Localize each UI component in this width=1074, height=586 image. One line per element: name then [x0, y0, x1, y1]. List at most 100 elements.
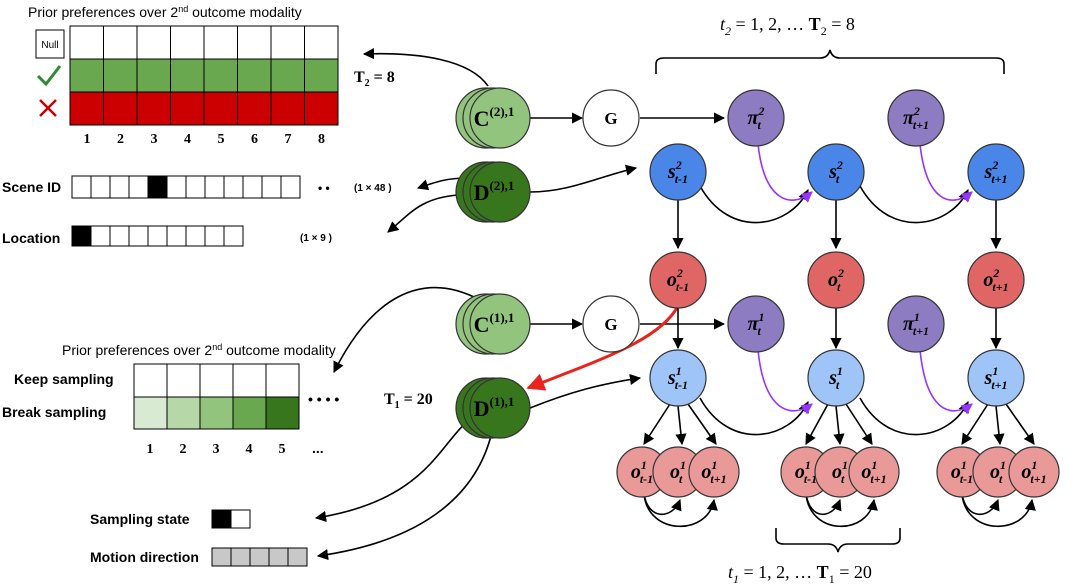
cross-icon [39, 99, 57, 117]
top-cell-null-1 [103, 25, 138, 60]
motion-direction-cell-3 [268, 547, 289, 567]
keep-cell-2 [199, 363, 234, 398]
scene-id-label: Scene ID [2, 179, 61, 195]
d1-node: D(1),1 [455, 377, 531, 439]
top-cell-null-0 [69, 25, 104, 60]
arrow-d2-to-s2 [529, 164, 638, 193]
top-cell-null-7 [304, 25, 339, 60]
location-cell-8 [223, 225, 244, 247]
location-cell-2 [109, 225, 130, 247]
bottom-horizon-label: T1 = 20 [384, 391, 433, 411]
top-cell-cross-6 [270, 91, 305, 126]
c1-node-label: C(1),1 [474, 310, 515, 337]
top-cell-check-7 [304, 58, 339, 93]
sampling-state-cell-0 [211, 509, 232, 529]
top-time-label: t2 = 1, 2, … T2 = 8 [720, 14, 855, 38]
top-time-bracket [655, 49, 1005, 74]
top-cell-null-2 [136, 25, 171, 60]
scene-id-cell-3 [128, 175, 149, 199]
top-cell-check-5 [237, 58, 272, 93]
top-column-label: 1 [84, 132, 91, 147]
scene-id-cell-6 [185, 175, 206, 199]
c2-node: C(2),1 [455, 87, 531, 149]
top-preference-grid [69, 25, 339, 126]
scene-id-vector: Scene ID • • (1 × 48 ) [2, 175, 392, 199]
top-column-label: 4 [184, 132, 191, 147]
scene-id-cells [71, 175, 301, 199]
g-node-level2: G [582, 89, 640, 147]
transition-s1-a [699, 397, 809, 436]
scene-id-cell-10 [261, 175, 282, 199]
top-cell-cross-5 [237, 91, 272, 126]
keep-cell-4 [265, 363, 300, 398]
network-arrows [643, 185, 1036, 528]
bottom-preference-panel: Prior preferences over 2nd outcome modal… [2, 342, 433, 457]
top-column-label: 8 [318, 132, 325, 147]
top-cell-check-2 [136, 58, 171, 93]
top-cell-check-3 [170, 58, 205, 93]
location-cell-5 [166, 225, 187, 247]
g-node-level1: G [582, 295, 640, 353]
location-size: (1 × 9 ) [300, 233, 332, 244]
transition-s1-b [859, 397, 969, 436]
top-cell-check-6 [270, 58, 305, 93]
scene-id-cell-4 [147, 175, 168, 199]
arrow-d1-to-s1 [529, 373, 642, 409]
scene-id-cell-7 [204, 175, 225, 199]
location-vector: Location (1 × 9 ) [2, 225, 332, 247]
motion-direction-cell-0 [211, 547, 232, 567]
location-label: Location [2, 230, 60, 246]
break-cell-4 [265, 396, 300, 430]
top-cell-null-4 [203, 25, 238, 60]
scene-id-cell-8 [223, 175, 244, 199]
sampling-state-cells [211, 509, 251, 529]
location-cell-0 [71, 225, 92, 247]
motion-direction-cell-2 [249, 547, 270, 567]
bottom-time-bracket [775, 528, 901, 553]
scene-id-size: (1 × 48 ) [354, 183, 392, 194]
location-cell-7 [204, 225, 225, 247]
scene-id-cell-11 [280, 175, 301, 199]
scene-id-cell-2 [109, 175, 130, 199]
bottom-column-label: 4 [246, 442, 253, 457]
break-cell-0 [133, 396, 168, 430]
transition-s2-a [699, 185, 809, 224]
break-sampling-label: Break sampling [2, 404, 106, 420]
top-column-label: 2 [117, 132, 124, 147]
d1-node-label: D(1),1 [474, 394, 515, 421]
top-cell-check-0 [69, 58, 104, 93]
scene-id-cell-1 [90, 175, 111, 199]
location-cells [71, 225, 244, 247]
sampling-state-vector: Sampling state [90, 509, 251, 529]
bottom-time-label: t1 = 1, 2, … T1 = 20 [728, 562, 872, 586]
